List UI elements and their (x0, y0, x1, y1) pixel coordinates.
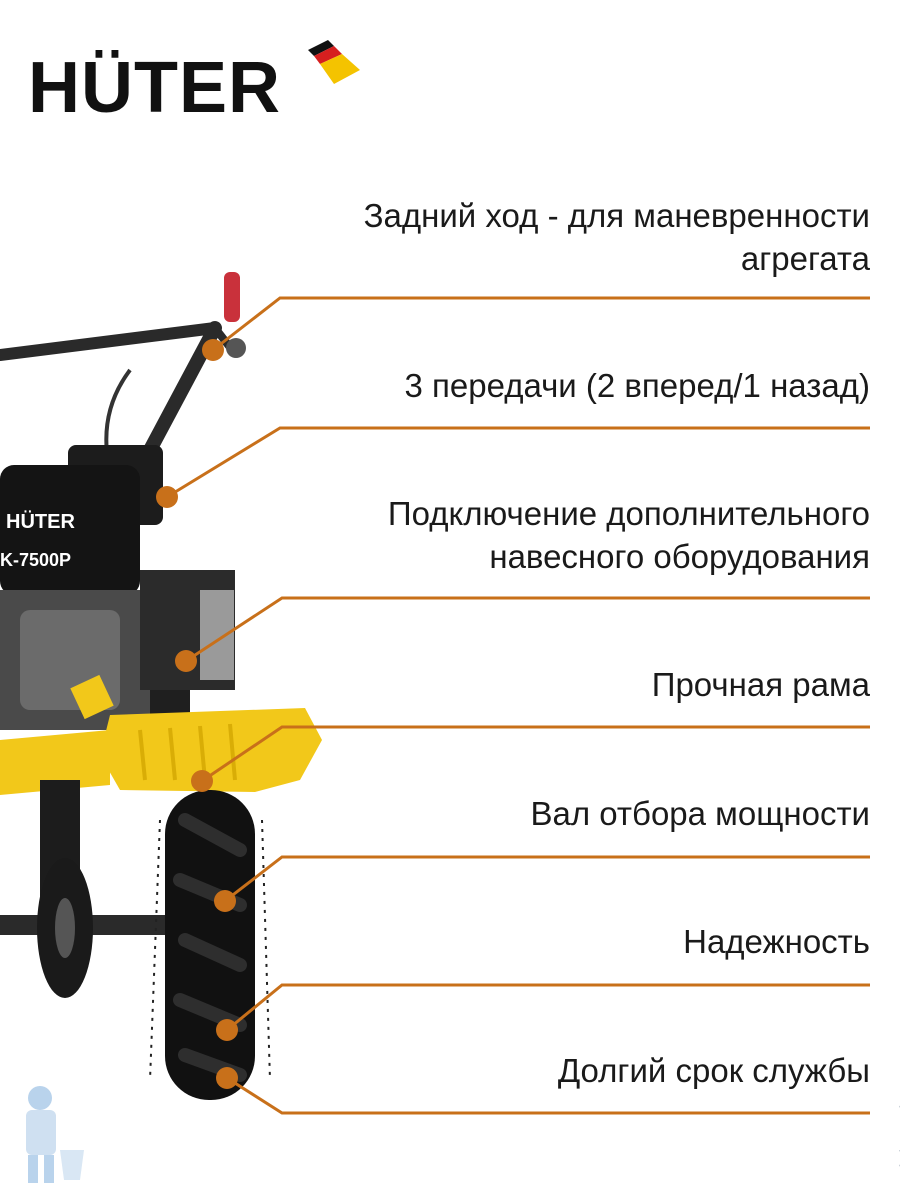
feature-line: Прочная рама (651, 666, 870, 703)
feature-line: Надежность (683, 923, 870, 960)
feature-frame: Прочная рама (230, 663, 870, 706)
feature-line: Подключение дополнительного (387, 495, 870, 532)
feature-line: Вал отбора мощности (530, 795, 870, 832)
feature-attachments: Подключение дополнительного навесного об… (230, 492, 870, 578)
engine-brand-label: HÜTER (6, 510, 75, 533)
feature-line: Задний ход - для маневренности (363, 197, 870, 234)
feature-gears: 3 передачи (2 вперед/1 назад) (230, 364, 870, 407)
model-label: K-7500P (0, 550, 71, 570)
feature-line: Долгий срок службы (557, 1052, 870, 1089)
feature-line: навесного оборудования (489, 538, 870, 575)
flag-icon (308, 40, 360, 84)
brand-logo-text: HÜTER (28, 48, 281, 128)
feature-pto: Вал отбора мощности (230, 792, 870, 835)
feature-reverse: Задний ход - для маневренности агрегата (230, 194, 870, 280)
feature-reliability: Надежность (230, 920, 870, 963)
watermark-text: афоня.рф (858, 1090, 900, 1200)
feature-line: агрегата (740, 240, 870, 277)
brand-logo: HÜTER (28, 40, 360, 130)
plumber-icon (26, 1086, 84, 1183)
feature-line: 3 передачи (2 вперед/1 назад) (404, 367, 870, 404)
feature-service-life: Долгий срок службы (230, 1049, 870, 1092)
